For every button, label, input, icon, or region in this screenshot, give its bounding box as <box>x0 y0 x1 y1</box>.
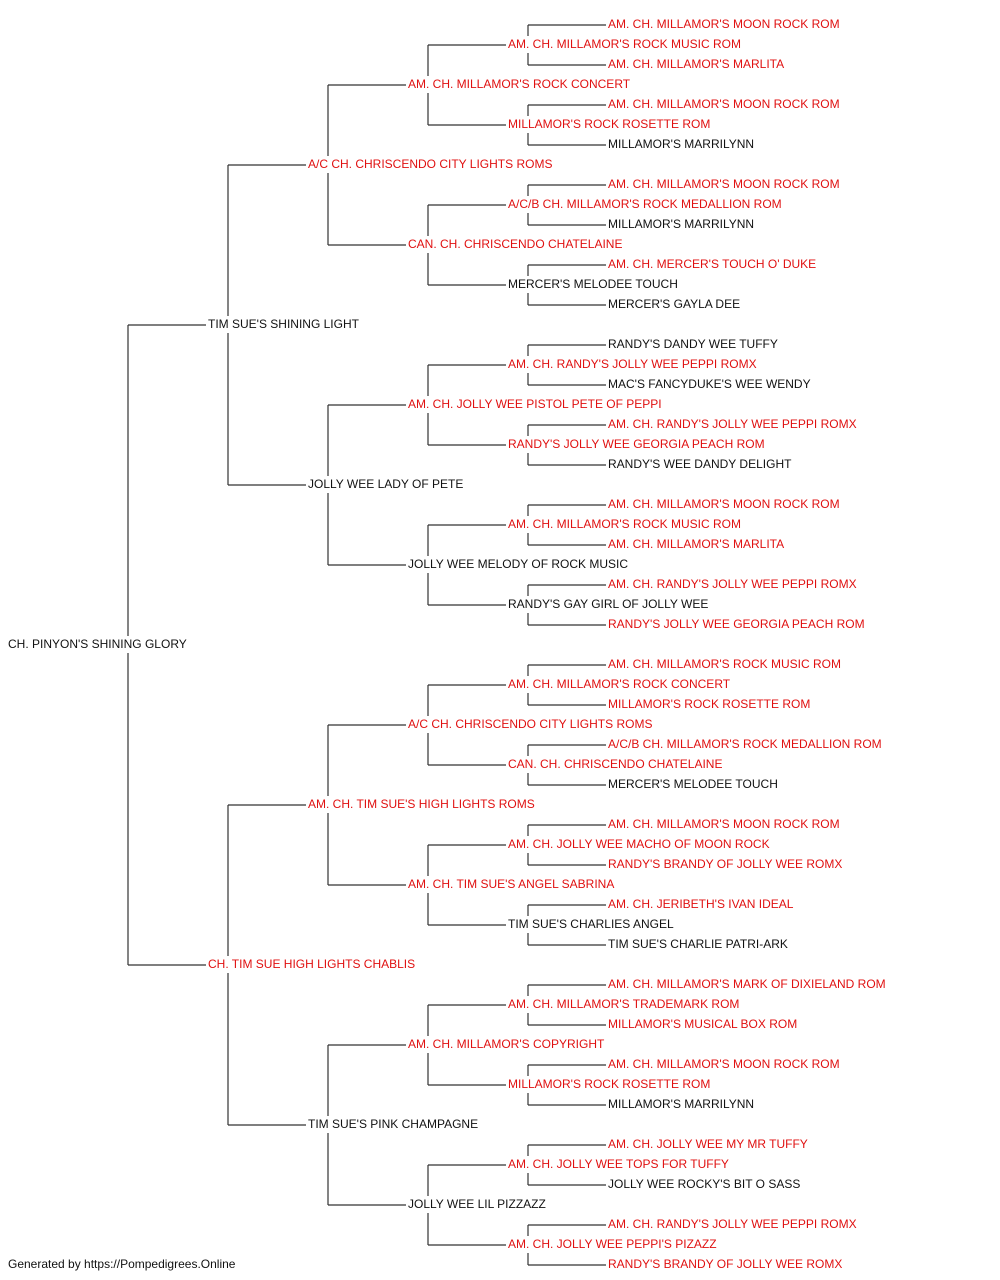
pedigree-name-gen5: AM. CH. RANDY'S JOLLY WEE PEPPI ROMX <box>608 577 857 591</box>
pedigree-name-gen5: RANDY'S JOLLY WEE GEORGIA PEACH ROM <box>608 617 865 631</box>
pedigree-name-gen4: AM. CH. RANDY'S JOLLY WEE PEPPI ROMX <box>508 357 757 371</box>
pedigree-name-gen4: A/C/B CH. MILLAMOR'S ROCK MEDALLION ROM <box>508 197 782 211</box>
pedigree-name-gen5: JOLLY WEE ROCKY'S BIT O SASS <box>608 1177 801 1191</box>
pedigree-name-gen3: CAN. CH. CHRISCENDO CHATELAINE <box>408 237 623 251</box>
pedigree-name-gen4: CAN. CH. CHRISCENDO CHATELAINE <box>508 757 723 771</box>
pedigree-name-gen4: AM. CH. JOLLY WEE PEPPI'S PIZAZZ <box>508 1237 717 1251</box>
pedigree-name-gen5: AM. CH. MILLAMOR'S MARLITA <box>608 537 785 551</box>
pedigree-name-gen5: AM. CH. MILLAMOR'S ROCK MUSIC ROM <box>608 657 841 671</box>
pedigree-name-gen4: AM. CH. JOLLY WEE MACHO OF MOON ROCK <box>508 837 770 851</box>
pedigree-name-gen5: AM. CH. MILLAMOR'S MOON ROCK ROM <box>608 97 840 111</box>
pedigree-name-gen3: AM. CH. MILLAMOR'S ROCK CONCERT <box>408 77 631 91</box>
pedigree-name-gen5: AM. CH. MILLAMOR'S MARLITA <box>608 57 785 71</box>
pedigree-name-gen5: AM. CH. MILLAMOR'S MOON ROCK ROM <box>608 17 840 31</box>
pedigree-name-gen4: AM. CH. MILLAMOR'S ROCK MUSIC ROM <box>508 37 741 51</box>
pedigree-name-gen4: MERCER'S MELODEE TOUCH <box>508 277 678 291</box>
pedigree-name-gen5: MERCER'S GAYLA DEE <box>608 297 741 311</box>
pedigree-name-gen4: RANDY'S GAY GIRL OF JOLLY WEE <box>508 597 709 611</box>
pedigree-name-gen4: AM. CH. MILLAMOR'S TRADEMARK ROM <box>508 997 740 1011</box>
pedigree-name-gen5: RANDY'S WEE DANDY DELIGHT <box>608 457 792 471</box>
pedigree-name-gen0: CH. PINYON'S SHINING GLORY <box>8 637 187 651</box>
pedigree-name-gen2: TIM SUE'S PINK CHAMPAGNE <box>308 1117 479 1131</box>
pedigree-name-gen4: AM. CH. MILLAMOR'S ROCK CONCERT <box>508 677 731 691</box>
pedigree-name-gen4: MILLAMOR'S ROCK ROSETTE ROM <box>508 117 711 131</box>
pedigree-name-gen2: AM. CH. TIM SUE'S HIGH LIGHTS ROMS <box>308 797 535 811</box>
pedigree-name-gen1: CH. TIM SUE HIGH LIGHTS CHABLIS <box>208 957 416 971</box>
pedigree-name-gen5: RANDY'S DANDY WEE TUFFY <box>608 337 778 351</box>
pedigree-name-gen4: AM. CH. JOLLY WEE TOPS FOR TUFFY <box>508 1157 729 1171</box>
pedigree-name-gen5: AM. CH. RANDY'S JOLLY WEE PEPPI ROMX <box>608 417 857 431</box>
pedigree-name-gen4: MILLAMOR'S ROCK ROSETTE ROM <box>508 1077 711 1091</box>
pedigree-name-gen4: AM. CH. MILLAMOR'S ROCK MUSIC ROM <box>508 517 741 531</box>
pedigree-name-gen3: JOLLY WEE MELODY OF ROCK MUSIC <box>408 557 629 571</box>
pedigree-name-gen5: MILLAMOR'S MUSICAL BOX ROM <box>608 1017 798 1031</box>
pedigree-name-gen2: JOLLY WEE LADY OF PETE <box>308 477 464 491</box>
pedigree-name-gen3: JOLLY WEE LIL PIZZAZZ <box>408 1197 546 1211</box>
pedigree-name-gen5: MILLAMOR'S MARRILYNN <box>608 1097 755 1111</box>
pedigree-name-gen5: AM. CH. MILLAMOR'S MOON ROCK ROM <box>608 1057 840 1071</box>
pedigree-name-gen3: AM. CH. MILLAMOR'S COPYRIGHT <box>408 1037 605 1051</box>
pedigree-name-gen5: RANDY'S BRANDY OF JOLLY WEE ROMX <box>608 857 843 871</box>
pedigree-name-gen4: TIM SUE'S CHARLIES ANGEL <box>508 917 674 931</box>
pedigree-name-gen5: TIM SUE'S CHARLIE PATRI-ARK <box>608 937 788 951</box>
pedigree-name-gen4: RANDY'S JOLLY WEE GEORGIA PEACH ROM <box>508 437 765 451</box>
pedigree-name-gen5: A/C/B CH. MILLAMOR'S ROCK MEDALLION ROM <box>608 737 882 751</box>
pedigree-name-gen1: TIM SUE'S SHINING LIGHT <box>208 317 359 331</box>
pedigree-name-gen5: MILLAMOR'S MARRILYNN <box>608 217 755 231</box>
pedigree-name-gen5: MERCER'S MELODEE TOUCH <box>608 777 778 791</box>
pedigree-name-gen5: MILLAMOR'S ROCK ROSETTE ROM <box>608 697 811 711</box>
pedigree-name-gen5: MAC'S FANCYDUKE'S WEE WENDY <box>608 377 811 391</box>
pedigree-name-gen5: AM. CH. MILLAMOR'S MARK OF DIXIELAND ROM <box>608 977 886 991</box>
pedigree-name-gen5: AM. CH. MILLAMOR'S MOON ROCK ROM <box>608 497 840 511</box>
pedigree-name-gen5: AM. CH. MERCER'S TOUCH O' DUKE <box>608 257 817 271</box>
pedigree-name-gen2: A/C CH. CHRISCENDO CITY LIGHTS ROMS <box>308 157 553 171</box>
pedigree-name-gen3: A/C CH. CHRISCENDO CITY LIGHTS ROMS <box>408 717 653 731</box>
pedigree-name-gen5: AM. CH. MILLAMOR'S MOON ROCK ROM <box>608 817 840 831</box>
pedigree-name-gen3: AM. CH. TIM SUE'S ANGEL SABRINA <box>408 877 615 891</box>
pedigree-name-gen5: AM. CH. RANDY'S JOLLY WEE PEPPI ROMX <box>608 1217 857 1231</box>
pedigree-name-gen5: AM. CH. JOLLY WEE MY MR TUFFY <box>608 1137 808 1151</box>
pedigree-name-gen5: AM. CH. JERIBETH'S IVAN IDEAL <box>608 897 794 911</box>
pedigree-name-gen5: AM. CH. MILLAMOR'S MOON ROCK ROM <box>608 177 840 191</box>
pedigree-name-gen3: AM. CH. JOLLY WEE PISTOL PETE OF PEPPI <box>408 397 662 411</box>
footer-credit: Generated by https://Pompedigrees.Online <box>8 1257 236 1271</box>
pedigree-name-gen5: RANDY'S BRANDY OF JOLLY WEE ROMX <box>608 1257 843 1271</box>
pedigree-name-gen5: MILLAMOR'S MARRILYNN <box>608 137 755 151</box>
